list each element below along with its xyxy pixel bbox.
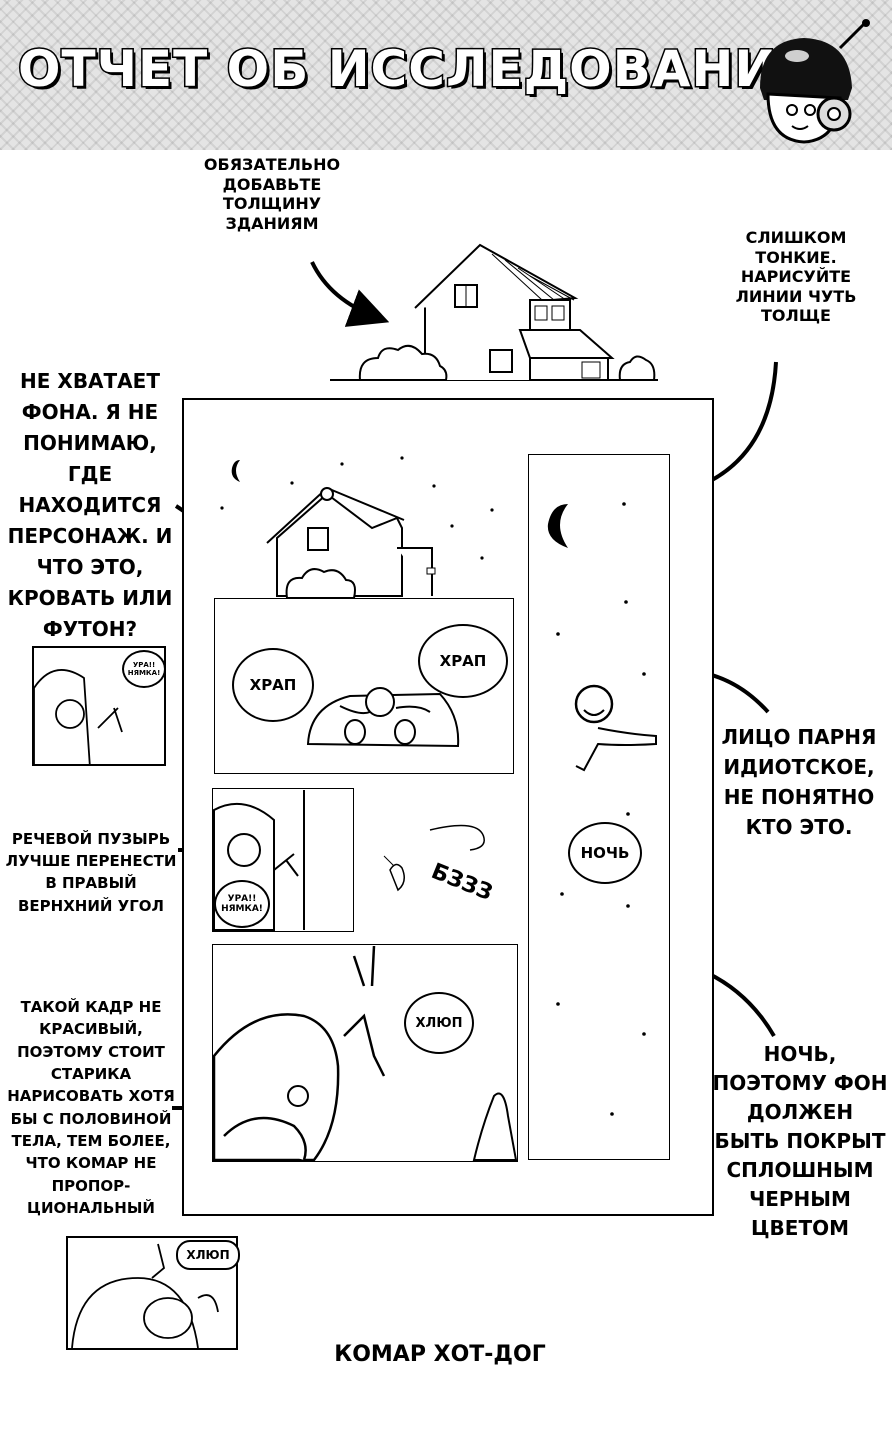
house-illustration	[330, 243, 658, 381]
sleeping-figure-icon	[306, 687, 460, 748]
night-scene	[220, 456, 494, 599]
old-man-face-icon	[212, 945, 518, 1162]
header-banner	[0, 0, 892, 150]
slap-text: ХЛЮП	[415, 1015, 463, 1031]
thumbnail-bubble-hooray: УРА!! НЯМКА!	[122, 650, 166, 688]
panel-night	[528, 454, 670, 1160]
mascot-icon	[760, 19, 870, 144]
note-speech-bubble: РЕЧЕВОЙ ПУЗЫРЬ ЛУЧШЕ ПЕРЕНЕСТИ В ПРАВЫЙ …	[5, 830, 177, 915]
speech-bubble-snore-right: ХРАП	[418, 624, 508, 698]
speech-bubble-hooray: УРА!! НЯМКА!	[214, 880, 270, 928]
thumbnail-hooray-sketch	[34, 669, 123, 764]
note-lines: СЛИШКОМ ТОНКИЕ. НАРИСУЙТЕ ЛИНИИ ЧУТЬ ТОЛ…	[735, 228, 857, 326]
thumbnail-bubble-slap: ХЛЮП	[176, 1240, 240, 1270]
night-panel-scene	[547, 502, 657, 1116]
thumbnail-corrected-hooray	[32, 646, 166, 766]
note-night: НОЧЬ, ПОЭТОМУ ФОН ДОЛЖЕН БЫТЬ ПОКРЫТ СПЛ…	[712, 1042, 888, 1240]
hooray-line-2: НЯМКА!	[221, 904, 263, 914]
mosquito-flight-icon	[383, 824, 485, 892]
snore-right-text: ХРАП	[439, 652, 487, 670]
speech-bubble-slap: ХЛЮП	[404, 992, 474, 1054]
night-label-text: НОЧЬ	[580, 844, 630, 862]
thumbnail-slap-text: ХЛЮП	[186, 1248, 230, 1262]
thumbnail-slap-sketch	[71, 1243, 219, 1348]
speech-bubble-snore-left: ХРАП	[232, 648, 314, 722]
footer-caption: КОМАР ХОТ-ДОГ	[334, 1342, 546, 1367]
page-title: ОТЧЕТ ОБ ИССЛЕДОВАНИИ	[16, 39, 821, 100]
speech-bubble-night: НОЧЬ	[568, 822, 642, 884]
thumbnail-hooray-line-1: УРА!!	[132, 661, 156, 669]
note-face: ЛИЦО ПАРНЯ ИДИОТСКОЕ, НЕ ПОНЯТНО КТО ЭТО…	[721, 725, 877, 839]
snore-left-text: ХРАП	[249, 676, 297, 694]
arrow-building	[310, 261, 390, 327]
hooray-line-1: УРА!!	[227, 894, 257, 904]
note-background: НЕ ХВАТАЕТ ФОНА. Я НЕ ПОНИМАЮ, ГДЕ НАХОД…	[7, 369, 173, 641]
note-building: ОБЯЗАТЕЛЬНО ДОБАВЬТЕ ТОЛЩИНУ ЗДАНИЯМ	[203, 155, 341, 233]
thumbnail-hooray-line-2: НЯМКА!	[127, 669, 161, 677]
note-frame: ТАКОЙ КАДР НЕ КРАСИВЫЙ, ПОЭТОМУ СТОИТ СТ…	[7, 998, 175, 1218]
